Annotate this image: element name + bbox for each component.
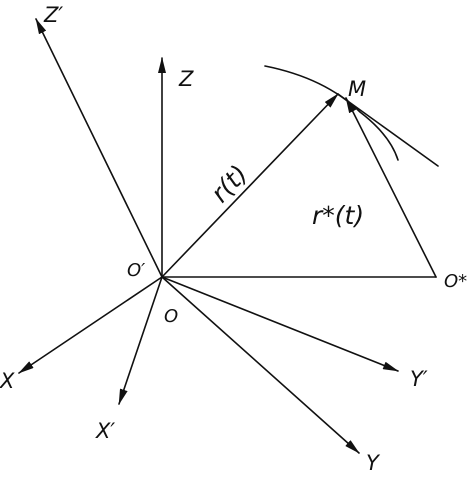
z-prime-label: Z′ [43, 3, 63, 27]
trajectory-curve [264, 65, 399, 161]
origin-star-label: O* [444, 271, 467, 292]
origin-prime-label: O′ [127, 260, 145, 281]
r-star-t-vector [345, 97, 437, 278]
tangent-line [337, 93, 439, 167]
x-axis [18, 276, 163, 374]
z-label: Z [178, 67, 194, 91]
r-t-vector [161, 93, 339, 278]
x-prime-axis [118, 276, 163, 405]
y-label: Y [366, 451, 381, 475]
y-prime-label: Y′ [410, 367, 428, 391]
r-t-label: r(t) [205, 159, 253, 208]
origin-label: O [164, 306, 178, 327]
x-label: X [0, 369, 15, 393]
y-prime-axis [161, 276, 399, 372]
y-axis [161, 276, 360, 454]
r-star-t-label: r*(t) [312, 201, 364, 230]
x-prime-label: X′ [95, 419, 115, 443]
z-prime-axis [35, 18, 163, 278]
point-m-label: M [348, 77, 366, 101]
